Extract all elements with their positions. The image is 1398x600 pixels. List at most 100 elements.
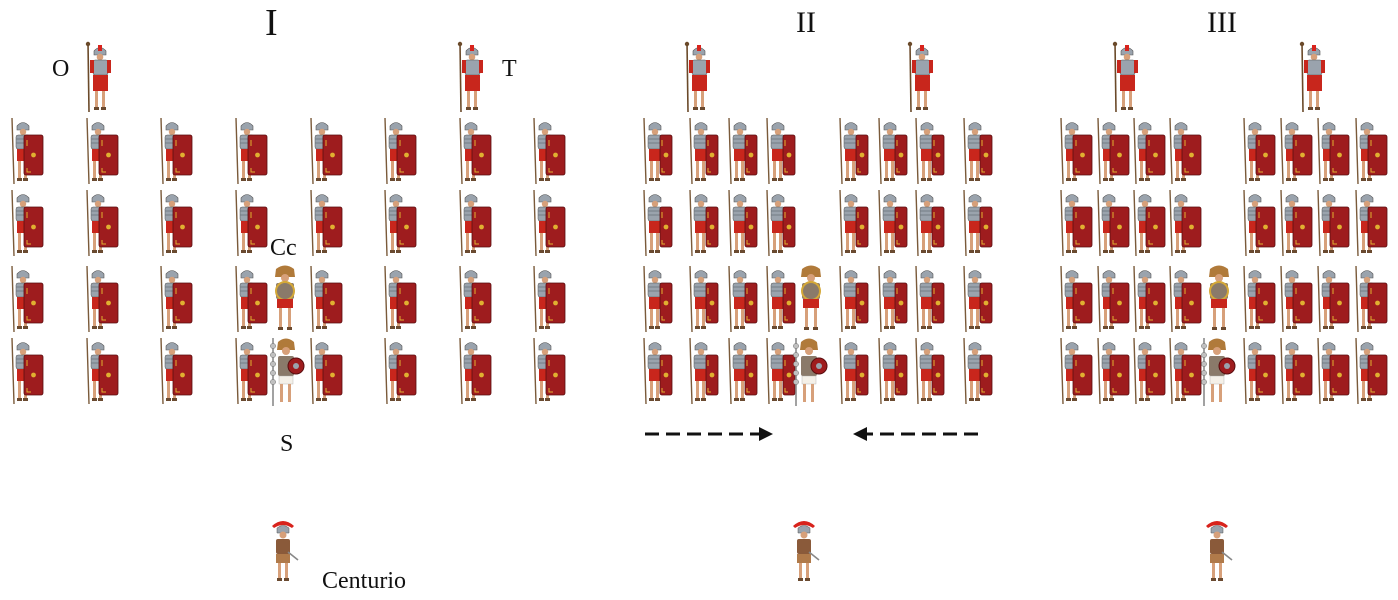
legionary-icon bbox=[235, 189, 268, 257]
legionary-icon bbox=[689, 117, 719, 185]
legionary-icon bbox=[86, 117, 119, 185]
centurion-icon bbox=[793, 521, 820, 581]
legionary-icon bbox=[459, 189, 492, 257]
legionary-icon bbox=[878, 189, 908, 257]
legionary-icon bbox=[766, 265, 796, 333]
legionary-icon bbox=[310, 189, 343, 257]
optio-icon bbox=[684, 41, 710, 113]
legionary-icon bbox=[1133, 337, 1166, 405]
legionary-icon bbox=[963, 117, 993, 185]
legionary-icon bbox=[11, 189, 44, 257]
legionary-icon bbox=[459, 265, 492, 333]
legionary-icon bbox=[235, 265, 268, 333]
legionary-icon bbox=[766, 189, 796, 257]
arrow-icon bbox=[853, 427, 978, 441]
legionary-icon bbox=[160, 189, 193, 257]
cornicen-label: Cc bbox=[270, 235, 297, 261]
legionary-icon bbox=[963, 265, 993, 333]
legionary-icon bbox=[963, 189, 993, 257]
legionary-icon bbox=[1097, 337, 1130, 405]
legionary-icon bbox=[878, 337, 908, 405]
centurion-icon bbox=[1206, 521, 1233, 581]
cornicen-icon bbox=[1209, 265, 1229, 330]
legionary-icon bbox=[1169, 265, 1202, 333]
legionary-icon bbox=[1097, 189, 1130, 257]
legionary-icon bbox=[160, 337, 193, 405]
legionary-icon bbox=[1133, 265, 1166, 333]
legionary-icon bbox=[310, 117, 343, 185]
cornicen-icon bbox=[275, 265, 295, 330]
legionary-icon bbox=[878, 117, 908, 185]
tesserarius-label: T bbox=[502, 56, 517, 82]
legionary-icon bbox=[643, 117, 673, 185]
legionary-icon bbox=[1280, 337, 1313, 405]
legionary-icon bbox=[11, 337, 44, 405]
legionary-icon bbox=[1169, 117, 1202, 185]
legionary-icon bbox=[1097, 265, 1130, 333]
panel-2-numeral: II bbox=[796, 6, 816, 39]
legionary-icon bbox=[11, 117, 44, 185]
legionary-icon bbox=[533, 337, 566, 405]
legionary-icon bbox=[384, 189, 417, 257]
legionary-icon bbox=[459, 337, 492, 405]
legionary-icon bbox=[728, 189, 758, 257]
legionary-icon bbox=[766, 117, 796, 185]
legionary-icon bbox=[1169, 189, 1202, 257]
signifer-icon bbox=[793, 338, 828, 406]
tesserarius-icon bbox=[1299, 41, 1325, 113]
legionary-icon bbox=[1355, 265, 1388, 333]
legionary-icon bbox=[1060, 337, 1093, 405]
legionary-icon bbox=[1355, 337, 1388, 405]
legionary-icon bbox=[1060, 189, 1093, 257]
legionary-icon bbox=[533, 117, 566, 185]
legionary-icon bbox=[310, 337, 343, 405]
legionary-icon bbox=[878, 265, 908, 333]
panel-3-numeral: III bbox=[1207, 6, 1237, 39]
legionary-icon bbox=[86, 265, 119, 333]
legionary-icon bbox=[384, 265, 417, 333]
legionary-icon bbox=[86, 189, 119, 257]
legionary-icon bbox=[160, 117, 193, 185]
legionary-icon bbox=[1243, 189, 1276, 257]
legionary-icon bbox=[1169, 337, 1202, 405]
optio-label: O bbox=[52, 56, 70, 82]
centurion-label: Centurio bbox=[322, 568, 406, 594]
legionary-icon bbox=[1355, 189, 1388, 257]
legionary-icon bbox=[839, 337, 869, 405]
legionary-icon bbox=[1317, 337, 1350, 405]
legionary-icon bbox=[728, 337, 758, 405]
legionary-icon bbox=[915, 265, 945, 333]
legionary-icon bbox=[1280, 117, 1313, 185]
legionary-icon bbox=[689, 189, 719, 257]
legionary-icon bbox=[1133, 117, 1166, 185]
legionary-icon bbox=[235, 337, 268, 405]
legionary-icon bbox=[235, 117, 268, 185]
cornicen-icon bbox=[801, 265, 821, 330]
legionary-icon bbox=[1243, 337, 1276, 405]
legionary-icon bbox=[839, 117, 869, 185]
legionary-icon bbox=[1060, 265, 1093, 333]
legionary-icon bbox=[839, 265, 869, 333]
legionary-icon bbox=[643, 189, 673, 257]
legionary-icon bbox=[1317, 117, 1350, 185]
legionary-icon bbox=[384, 117, 417, 185]
legionary-icon bbox=[915, 117, 945, 185]
optio-icon bbox=[85, 41, 111, 113]
legionary-icon bbox=[643, 265, 673, 333]
legionary-icon bbox=[839, 189, 869, 257]
signifer-label: S bbox=[280, 431, 294, 457]
legionary-icon bbox=[86, 337, 119, 405]
legionary-icon bbox=[728, 117, 758, 185]
legionary-icon bbox=[1060, 117, 1093, 185]
legionary-icon bbox=[310, 265, 343, 333]
legionary-icon bbox=[728, 265, 758, 333]
legionary-icon bbox=[533, 189, 566, 257]
legionary-icon bbox=[533, 265, 566, 333]
panel-1-numeral: I bbox=[265, 2, 278, 44]
legionary-icon bbox=[459, 117, 492, 185]
signifer-icon bbox=[270, 338, 305, 406]
tesserarius-icon bbox=[457, 41, 483, 113]
arrow-icon bbox=[645, 427, 773, 441]
